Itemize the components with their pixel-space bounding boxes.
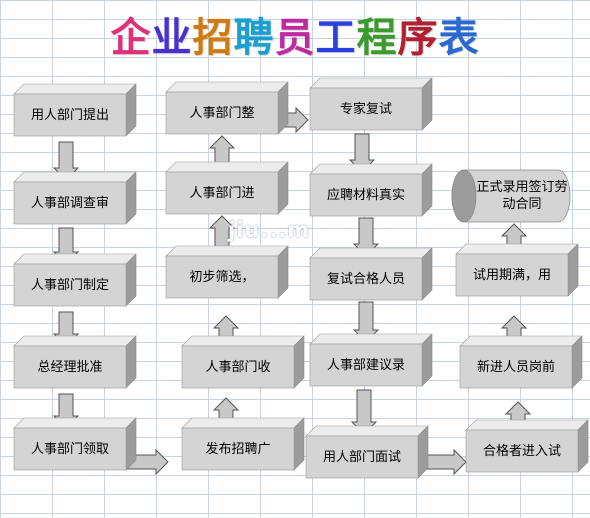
step-label-c2s3: 初步筛选， (189, 269, 255, 285)
page-title: 企业招聘员工程序表 (110, 14, 480, 61)
step-box-c3s1 (309, 77, 433, 131)
step-label-c4s3: 试用期满，用 (472, 267, 551, 283)
step-box-c2s4 (165, 161, 289, 215)
step-box-c1s5 (13, 417, 137, 471)
step-label-c4s4: 正式录用签订劳动合同 (476, 180, 568, 212)
step-label-c1s1: 用人部门提出 (30, 107, 109, 123)
step-label-c4s2: 新进人员岗前 (476, 359, 555, 375)
step-box-c2s1 (181, 417, 305, 471)
step-box-c1s4 (13, 335, 137, 389)
step-box-c4s3 (455, 243, 579, 297)
step-box-c2s5 (165, 81, 289, 135)
step-box-c2s2 (181, 335, 305, 389)
watermark: jiu...m (228, 218, 311, 242)
step-box-c3s3 (309, 247, 433, 301)
step-box-c3s4 (309, 333, 433, 387)
step-box-c2s3 (165, 245, 289, 299)
step-label-c2s1: 发布招聘广 (205, 441, 271, 457)
step-label-c3s2: 应聘材料真实 (326, 187, 405, 203)
step-label-c2s4: 人事部门进 (189, 185, 255, 201)
step-box-c1s2 (13, 171, 137, 225)
step-label-c1s2: 人事部调查审 (30, 195, 109, 211)
step-label-c1s4: 总经理批准 (37, 359, 103, 375)
step-label-c2s5: 人事部门整 (189, 105, 255, 121)
step-box-c4s2 (459, 335, 583, 389)
step-box-c1s3 (13, 253, 137, 307)
step-label-c1s5: 人事部门领取 (30, 441, 109, 457)
arrow-c1-c2 (127, 448, 169, 476)
step-label-c3s3: 复试合格人员 (326, 271, 405, 287)
step-box-c1s1 (13, 83, 137, 137)
step-label-c2s2: 人事部门收 (205, 359, 271, 375)
step-label-c4s1: 合格者进入试 (482, 443, 561, 459)
step-box-c3s5 (305, 425, 429, 479)
step-box-c4s4 (451, 169, 571, 223)
step-label-c3s1: 专家复试 (339, 101, 392, 117)
step-label-c1s3: 人事部门制定 (30, 277, 109, 293)
step-label-c3s4: 人事部建议录 (326, 357, 405, 373)
step-box-c3s2 (309, 163, 433, 217)
step-box-c4s1 (465, 419, 589, 473)
step-label-c3s5: 用人部门面试 (322, 449, 401, 465)
